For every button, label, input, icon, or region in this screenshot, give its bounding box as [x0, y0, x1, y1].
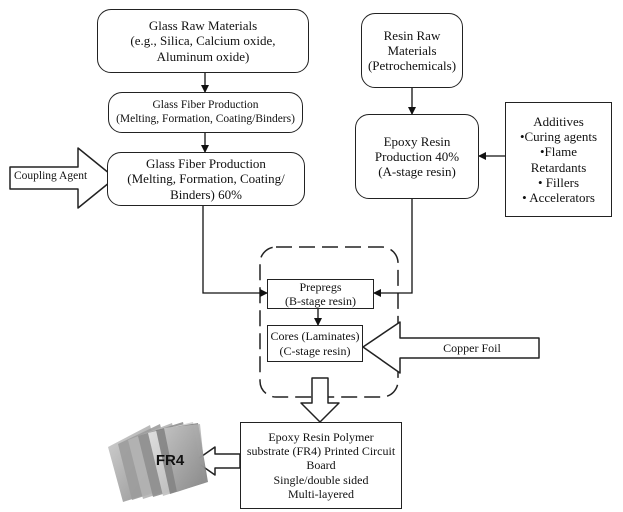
additives-box: Additives •Curing agents •Flame Retardan… — [505, 102, 612, 217]
epoxy-line-1: Epoxy Resin — [383, 133, 451, 149]
fr4-sheets-image — [108, 422, 208, 502]
down-block-arrow — [300, 377, 340, 423]
glass-fiber-1-line-1: Glass Fiber Production — [152, 98, 259, 111]
glass-fiber-2-line-3: Binders) 60% — [170, 186, 242, 202]
resin-raw-materials-box: Resin Raw Materials (Petrochemicals) — [361, 13, 463, 88]
copper-foil-label: Copper Foil — [443, 341, 501, 355]
glass-raw-line-3: Aluminum oxide) — [156, 48, 250, 64]
additives-line-4: Retardants — [530, 159, 587, 175]
epoxy-line-2: Production 40% — [374, 148, 460, 164]
glass-fiber-production-60-box: Glass Fiber Production (Melting, Formati… — [107, 152, 305, 206]
prepregs-line-1: Prepregs — [299, 279, 342, 294]
pcb-line-5: Multi-layered — [288, 486, 354, 501]
arrow-epoxy-to-prepregs — [373, 199, 413, 297]
laminate-group-outline — [259, 246, 399, 398]
arrow-fiber-to-prepregs — [202, 206, 268, 297]
pcb-line-3: Board — [306, 458, 336, 473]
resin-raw-line-2: Materials — [387, 42, 437, 58]
coupling-agent-arrow-shape — [9, 147, 116, 209]
prepregs-line-2: (B-stage resin) — [285, 294, 356, 308]
cores-line-1: Cores (Laminates) — [270, 329, 360, 344]
glass-fiber-2-line-2: (Melting, Formation, Coating/ — [127, 171, 285, 187]
pcb-line-1: Epoxy Resin Polymer — [268, 430, 374, 445]
epoxy-resin-production-box: Epoxy Resin Production 40% (A-stage resi… — [355, 114, 479, 199]
epoxy-line-3: (A-stage resin) — [378, 164, 456, 180]
glass-raw-line-1: Glass Raw Materials — [148, 18, 258, 33]
glass-raw-line-2: (e.g., Silica, Calcium oxide, — [130, 33, 276, 49]
cores-box: Cores (Laminates) (C-stage resin) — [267, 325, 363, 362]
additives-line-2: •Curing agents — [519, 128, 598, 144]
cores-line-2: (C-stage resin) — [279, 343, 351, 358]
additives-line-1: Additives — [533, 113, 584, 129]
copper-foil-arrow-shape — [362, 321, 540, 374]
pcb-line-4: Single/double sided — [273, 472, 369, 487]
glass-fiber-1-line-2: (Melting, Formation, Coating/Binders) — [116, 112, 295, 125]
resin-raw-line-1: Resin Raw — [383, 27, 441, 43]
prepregs-box: Prepregs (B-stage resin) — [267, 279, 374, 309]
resin-raw-line-3: (Petrochemicals) — [367, 58, 457, 74]
fr4-image-label: FR4 — [155, 452, 185, 469]
glass-fiber-production-box: Glass Fiber Production (Melting, Formati… — [108, 92, 303, 133]
additives-line-5: • Fillers — [537, 174, 580, 190]
pcb-substrate-box: Epoxy Resin Polymer substrate (FR4) Prin… — [240, 422, 402, 509]
pcb-line-2: substrate (FR4) Printed Circuit — [246, 444, 396, 459]
coupling-agent-label: Coupling Agent — [14, 170, 88, 182]
additives-line-3: •Flame — [539, 144, 578, 160]
additives-line-6: • Accelerators — [522, 190, 595, 206]
glass-fiber-2-line-1: Glass Fiber Production — [146, 156, 266, 171]
glass-raw-materials-box: Glass Raw Materials (e.g., Silica, Calci… — [97, 9, 309, 73]
